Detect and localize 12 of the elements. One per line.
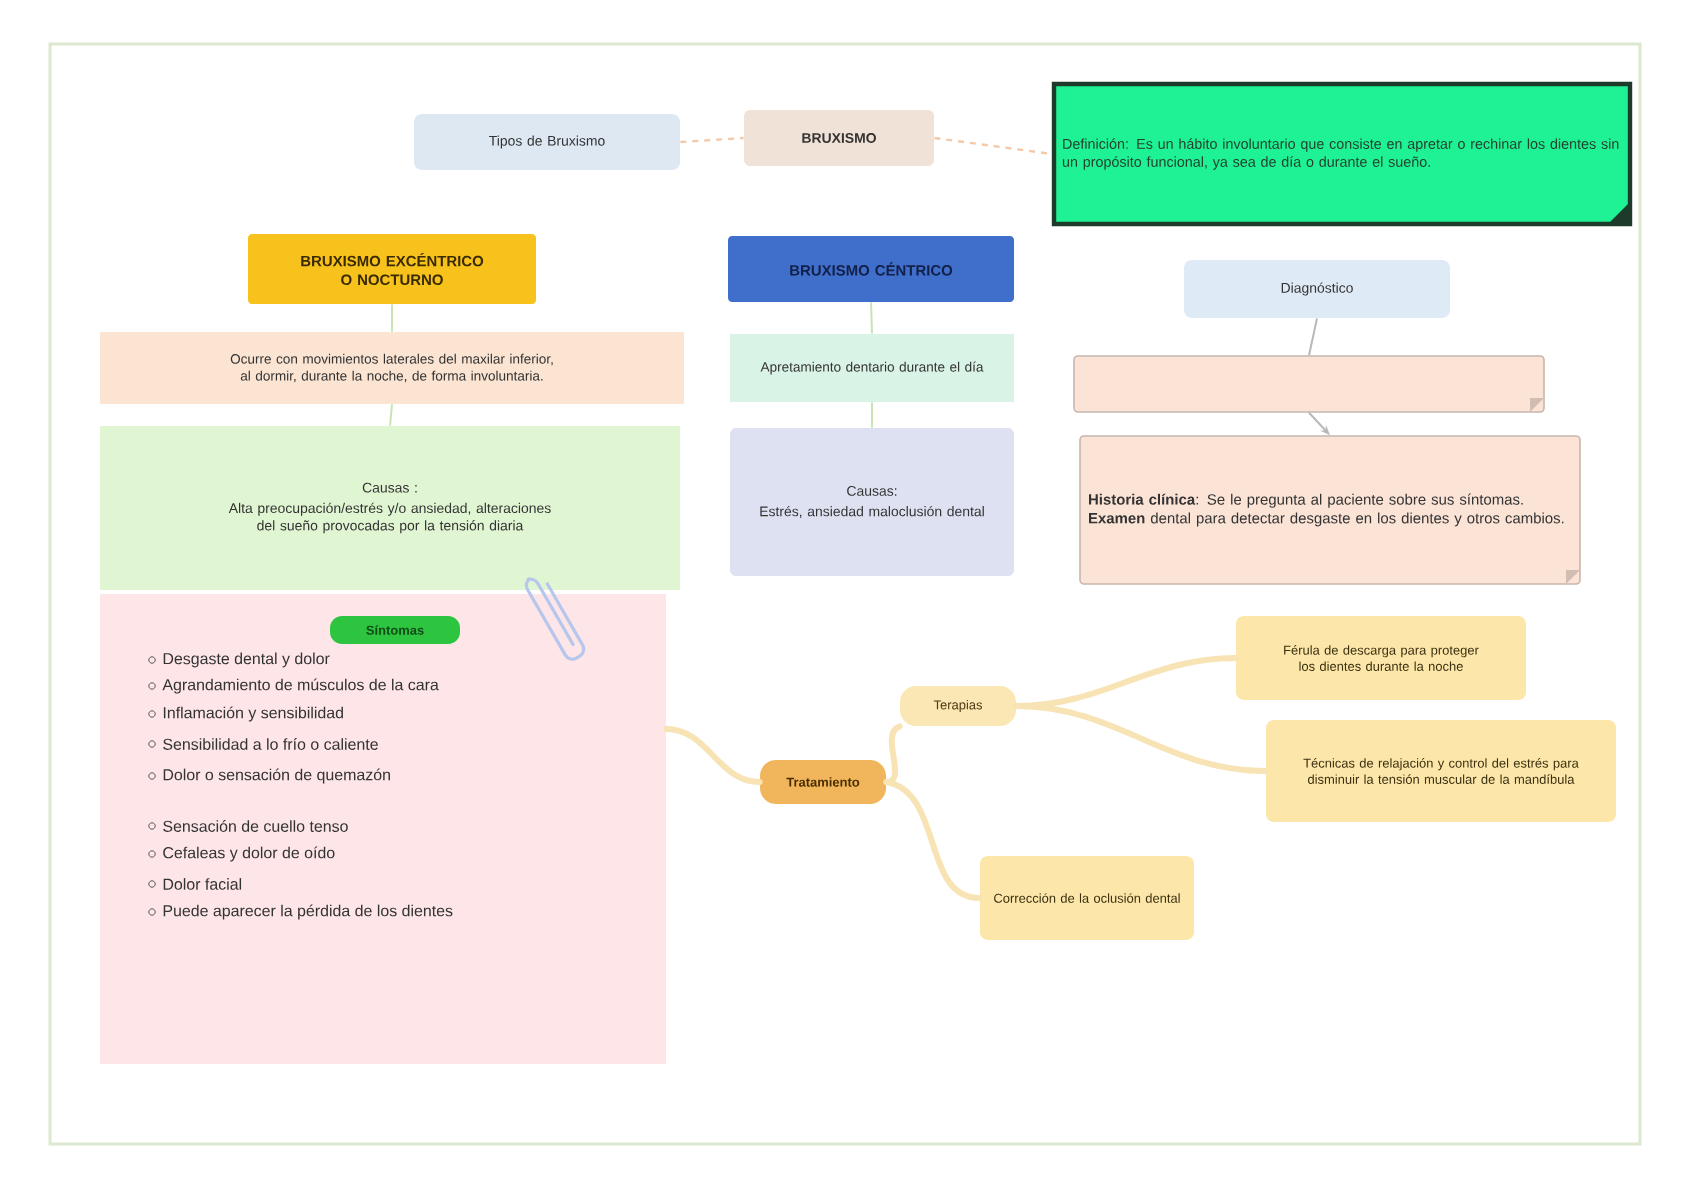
connector-line xyxy=(871,401,873,429)
connector-line xyxy=(1308,317,1318,357)
connector-line xyxy=(1013,703,1269,774)
connector-line xyxy=(934,136,1052,156)
connector-line xyxy=(870,301,873,335)
connector-line xyxy=(389,403,393,427)
connector-line xyxy=(391,303,393,333)
connector-line xyxy=(663,726,763,785)
connector-line xyxy=(883,723,903,785)
connector-line xyxy=(883,779,983,901)
note-box xyxy=(1073,355,1545,413)
connector-line xyxy=(680,136,744,144)
